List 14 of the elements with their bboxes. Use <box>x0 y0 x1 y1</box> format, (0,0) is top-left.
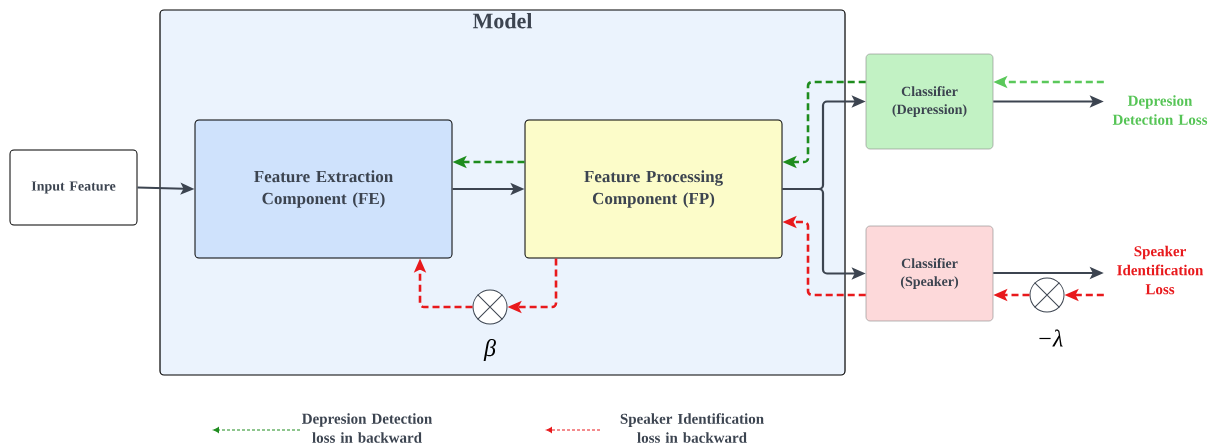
box-title: Model <box>472 12 533 29</box>
process-box: Feature Extraction Component (FE) <box>194 119 453 259</box>
multiply-symbol <box>472 289 508 325</box>
classifier-box: Classifier (Depression) <box>865 53 994 150</box>
process-box: Feature Processing Component (FP) <box>524 119 783 259</box>
factor-label: −λ <box>1039 329 1063 347</box>
legend-label: Depresion Detection loss in backward <box>302 413 433 443</box>
classifier-box: Classifier (Speaker) <box>865 225 994 322</box>
loss-label: Depresion Detection Loss <box>1112 95 1208 125</box>
factor-label: β <box>483 339 496 361</box>
multiply-symbol <box>1029 277 1065 313</box>
loss-label: Speaker Identification Loss <box>1117 245 1204 295</box>
input-box: Input Feature <box>9 149 138 226</box>
legend-label: Speaker Identification loss in backward <box>620 413 764 443</box>
